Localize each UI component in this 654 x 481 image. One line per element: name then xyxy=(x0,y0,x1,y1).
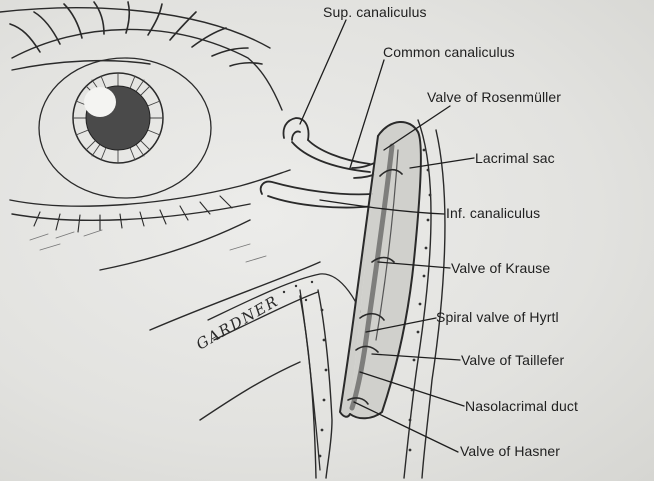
inferior-canaliculus xyxy=(261,182,374,208)
label-valve-hasner: Valve of Hasner xyxy=(460,443,560,459)
label-valve-rosenmuller: Valve of Rosenmüller xyxy=(427,89,561,105)
label-sup-canaliculus: Sup. canaliculus xyxy=(323,4,427,20)
label-inf-canaliculus: Inf. canaliculus xyxy=(446,205,540,221)
iris-highlight xyxy=(84,87,116,117)
svg-text:GARDNER: GARDNER xyxy=(193,292,282,354)
label-valve-taillefer: Valve of Taillefer xyxy=(461,352,564,368)
lower-eyelashes xyxy=(34,196,232,232)
lacrimal-sac-and-duct xyxy=(340,122,421,418)
label-lacrimal-sac: Lacrimal sac xyxy=(475,150,555,166)
label-common-canaliculus: Common canaliculus xyxy=(383,44,515,60)
eyelid-outline xyxy=(0,8,320,420)
artist-signature: GARDNER xyxy=(193,292,282,354)
label-nasolacrimal-duct: Nasolacrimal duct xyxy=(465,398,578,414)
upper-eyelashes xyxy=(10,2,262,66)
label-valve-krause: Valve of Krause xyxy=(451,260,550,276)
lid-shading xyxy=(30,230,266,262)
label-spiral-valve-hyrtl: Spiral valve of Hyrtl xyxy=(436,309,559,325)
